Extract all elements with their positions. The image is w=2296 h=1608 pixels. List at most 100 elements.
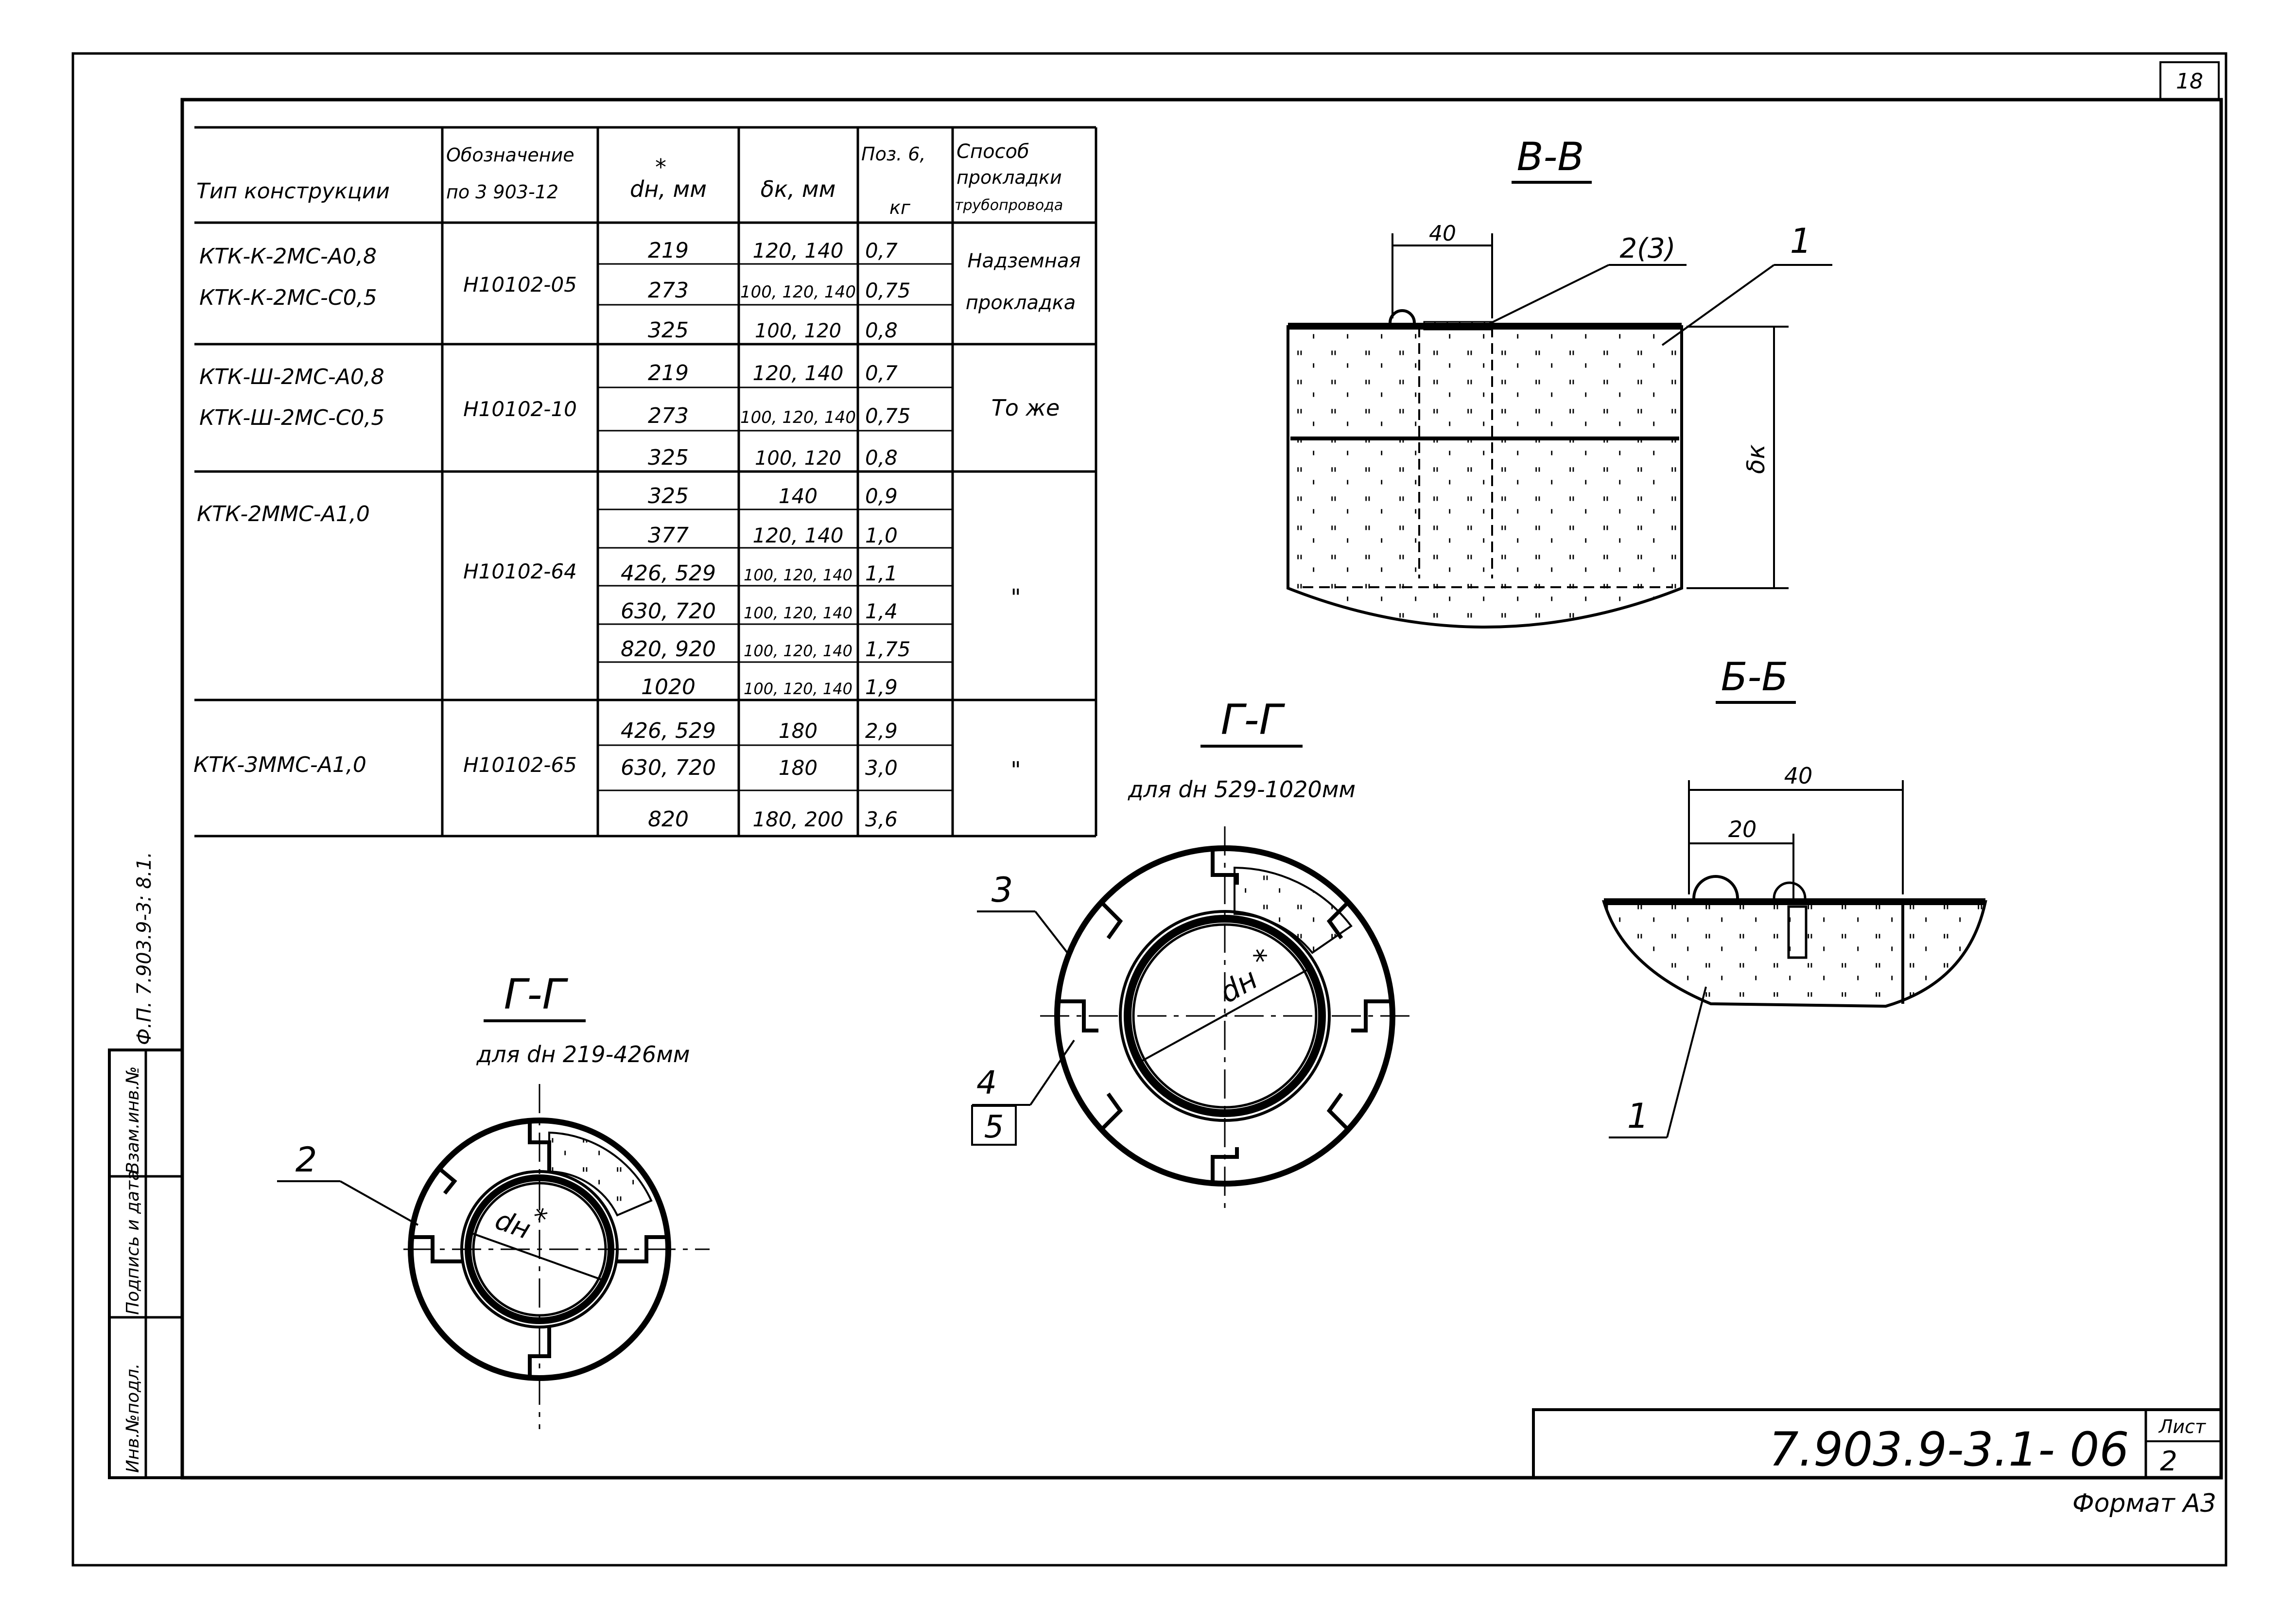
- view-bb-dim-40: 40: [1784, 763, 1813, 789]
- view-vv: В-В 40 δк 2(3) 1: [1287, 134, 1832, 629]
- group2-row3-mass: 0,8: [865, 446, 898, 470]
- group4-row2-thickness: 180: [779, 756, 818, 780]
- title-block: 7.903.9-3.1- 06 Лист 2 Формат А3: [1532, 1408, 2223, 1518]
- header-dn-mark: *: [655, 154, 666, 180]
- group3-row5-mass: 1,75: [865, 637, 911, 661]
- header-method-3: трубопровода: [955, 197, 1063, 214]
- group3-row2-dn: 377: [648, 523, 689, 548]
- view-bb-dim-20: 20: [1728, 816, 1757, 842]
- group4-row2-dn: 630, 720: [621, 755, 716, 780]
- view-gg-large-title: Г-Г: [1221, 696, 1286, 744]
- group3-row2-thickness: 120, 140: [752, 524, 843, 547]
- group3-row6-dn: 1020: [641, 675, 696, 699]
- group1-row3-mass: 0,8: [865, 318, 898, 342]
- view-gg-large-callout-5: 5: [984, 1109, 1004, 1145]
- group4-row2-mass: 3,0: [865, 756, 898, 780]
- header-designation-2: по 3 903-12: [446, 181, 558, 203]
- group3-row1-dn: 325: [648, 484, 689, 508]
- view-gg-small-subtitle: для dн 219-426мм: [476, 1041, 690, 1067]
- sheet-frame: 18: [71, 52, 2227, 1567]
- view-vv-callout-2-3: 2(3): [1620, 233, 1676, 264]
- header-dn: dн, мм: [630, 176, 707, 202]
- view-gg-small-callout-2: 2: [296, 1140, 317, 1180]
- view-gg-large-callout-4: 4: [976, 1064, 997, 1101]
- group1-designation: Н10102-05: [463, 273, 577, 297]
- group3-row3-dn: 426, 529: [621, 561, 716, 586]
- group3-row3-mass: 1,1: [865, 561, 898, 585]
- stamp-replacement-inv: Взам.инв.№: [123, 1066, 143, 1174]
- view-gg-small-title: Г-Г: [504, 970, 569, 1019]
- group4-row3-mass: 3,6: [865, 807, 898, 831]
- group3-type: КТК-2ММС-А1,0: [197, 502, 370, 526]
- view-vv-thickness-label: δк: [1742, 444, 1770, 474]
- stamp-signature-date: Подпись и дата: [123, 1170, 143, 1315]
- group3-row4-thickness: 100, 120, 140: [744, 604, 852, 622]
- side-stamp: Инв.№подл. Подпись и дата Взам.инв.№ Ф.П…: [108, 852, 184, 1479]
- group2-type-b: КТК-Ш-2МС-С0,5: [199, 405, 384, 430]
- group3-row5-thickness: 100, 120, 140: [744, 642, 852, 660]
- group2-method: То же: [991, 395, 1060, 421]
- group4-row1-mass: 2,9: [865, 719, 898, 743]
- group1-row2-dn: 273: [648, 278, 689, 303]
- group3-designation: Н10102-64: [463, 559, 577, 583]
- group3-row3-thickness: 100, 120, 140: [744, 566, 852, 584]
- group2-row2-mass: 0,75: [865, 404, 911, 428]
- group1-row3-thickness: 100, 120: [755, 320, 841, 342]
- view-bb: Б-Б 40 20 1: [1601, 654, 1987, 1138]
- group1-type-a: КТК-К-2МС-А0,8: [199, 244, 377, 269]
- group3-row6-thickness: 100, 120, 140: [744, 680, 852, 698]
- header-method-1: Способ: [957, 140, 1029, 163]
- view-vv-dim-40: 40: [1429, 221, 1456, 246]
- group4-row1-dn: 426, 529: [621, 718, 716, 743]
- group1-row2-thickness: 100, 120, 140: [740, 282, 856, 302]
- sheet-number: 2: [2160, 1446, 2177, 1477]
- format-label: Формат А3: [2072, 1489, 2216, 1518]
- view-bb-callout-1: 1: [1627, 1096, 1649, 1136]
- view-bb-title: Б-Б: [1721, 654, 1789, 699]
- group4-type: КТК-3ММС-А1,0: [193, 752, 366, 777]
- group1-row2-mass: 0,75: [865, 279, 911, 302]
- view-gg-small: Г-Г для dн 219-426мм dн * 2: [277, 970, 710, 1429]
- group1-method-1: Надземная: [967, 250, 1080, 272]
- stamp-inv-podl: Инв.№подл.: [123, 1363, 143, 1473]
- group3-row1-thickness: 140: [779, 484, 818, 508]
- group3-row2-mass: 1,0: [865, 524, 898, 547]
- view-gg-large: Г-Г для dн 529-1020мм dн * 3: [971, 696, 1409, 1215]
- header-designation-1: Обозначение: [446, 144, 574, 166]
- spec-table: Тип конструкции Обозначение по 3 903-12 …: [193, 126, 1097, 838]
- group1-type-b: КТК-К-2МС-С0,5: [199, 285, 377, 310]
- group1-row1-dn: 219: [648, 238, 689, 263]
- header-method-2: прокладки: [957, 167, 1062, 188]
- header-thickness: δк, мм: [761, 176, 836, 202]
- view-vv-callout-1: 1: [1790, 221, 1812, 261]
- view-gg-large-subtitle: для dн 529-1020мм: [1128, 776, 1356, 803]
- group3-method: ": [1010, 584, 1021, 611]
- group1-row3-dn: 325: [648, 318, 689, 343]
- side-document-code: Ф.П. 7.903.9-3: 8.1.: [133, 852, 156, 1045]
- header-type: Тип конструкции: [196, 179, 390, 204]
- group3-row6-mass: 1,9: [865, 675, 898, 699]
- group2-row3-dn: 325: [648, 445, 689, 470]
- group4-method: ": [1010, 757, 1021, 783]
- view-vv-title: В-В: [1517, 134, 1584, 179]
- group2-row1-thickness: 120, 140: [752, 361, 843, 385]
- group4-row1-thickness: 180: [779, 719, 818, 743]
- header-pos6-2: кг: [889, 197, 911, 218]
- group1-row1-thickness: 120, 140: [752, 239, 843, 262]
- group3-row4-dn: 630, 720: [621, 599, 716, 624]
- group2-type-a: КТК-Ш-2МС-А0,8: [199, 365, 384, 389]
- view-gg-small-dn: dн: [491, 1204, 535, 1246]
- group1-method-2: прокладка: [966, 292, 1076, 314]
- group2-row1-dn: 219: [648, 361, 689, 385]
- view-gg-large-dn: dн: [1214, 962, 1264, 1010]
- group3-row5-dn: 820, 920: [621, 637, 716, 662]
- group2-row2-thickness: 100, 120, 140: [740, 408, 856, 427]
- group3-row4-mass: 1,4: [865, 599, 898, 623]
- sheet-number-top: 18: [2176, 69, 2203, 94]
- document-code: 7.903.9-3.1- 06: [1769, 1422, 2129, 1477]
- group3-row1-mass: 0,9: [865, 484, 898, 508]
- group4-row3-dn: 820: [648, 807, 689, 832]
- group2-designation: Н10102-10: [463, 397, 577, 421]
- group1-row1-mass: 0,7: [865, 239, 898, 262]
- sheet-label: Лист: [2158, 1416, 2207, 1437]
